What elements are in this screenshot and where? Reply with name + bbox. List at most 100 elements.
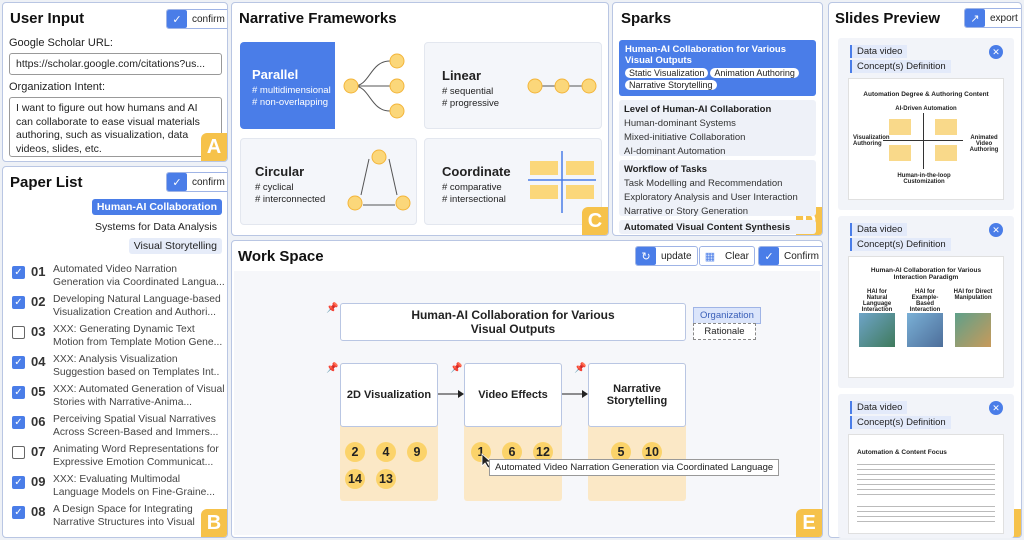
close-icon[interactable]: ✕ (989, 401, 1003, 415)
paper-number[interactable]: 5 (611, 442, 631, 462)
scholar-url-label: Google Scholar URL: (9, 37, 113, 49)
paper-title: Perceiving Spatial Visual Narratives (53, 414, 216, 425)
close-icon[interactable]: ✕ (989, 223, 1003, 237)
pin-icon[interactable]: 📌 (326, 363, 339, 374)
rationale-tag[interactable]: Rationale (693, 323, 756, 340)
user-input-panel: User Input ✓confirm Google Scholar URL: … (2, 2, 228, 162)
parallel-diagram-icon (343, 53, 405, 119)
paper-number[interactable]: 14 (345, 469, 365, 489)
parallel-highlight (240, 42, 335, 129)
paper-checkbox[interactable]: ✓ (12, 476, 25, 489)
slide-doc-image (859, 313, 895, 347)
framework-coordinate[interactable]: Coordinate # comparative # intersectiona… (424, 138, 602, 225)
paper-number[interactable]: 2 (345, 442, 365, 462)
node-2d-visualization[interactable]: 2D Visualization (340, 363, 438, 427)
framework-tag: # cyclical (255, 182, 294, 193)
frameworks-title: Narrative Frameworks (239, 10, 397, 27)
paper-number[interactable]: 4 (376, 442, 396, 462)
slide-section-label: Concept(s) Definition (850, 416, 951, 429)
paper-list-confirm-button[interactable]: ✓confirm (166, 172, 227, 192)
spark-item[interactable]: Exploratory Analysis and User Interactio… (624, 192, 798, 203)
workspace-confirm-button[interactable]: ✓Confirm (758, 246, 822, 266)
framework-parallel[interactable]: Parallel # multidimensional # non-overla… (240, 42, 417, 129)
paper-number[interactable]: 12 (533, 442, 553, 462)
slide-doc-col: HAI for Natural Language Interaction (861, 289, 893, 313)
paper-number[interactable]: 13 (376, 469, 396, 489)
close-icon[interactable]: ✕ (989, 45, 1003, 59)
spark-chip[interactable]: Narrative Storytelling (625, 80, 717, 90)
spark-item[interactable]: Mixed-initiative Collaboration (624, 132, 746, 143)
root-node[interactable]: Human-AI Collaboration for Various Visua… (340, 303, 686, 341)
intent-textarea[interactable]: I want to figure out how humans and AI c… (9, 97, 222, 157)
node-video-effects[interactable]: Video Effects (464, 363, 562, 427)
spark-group-workflow[interactable]: Workflow of Tasks Task Modelling and Rec… (619, 160, 816, 217)
slide-doc-title: Automation & Content Focus (857, 449, 947, 456)
tag-visual-storytelling[interactable]: Visual Storytelling (128, 238, 222, 254)
pin-icon[interactable]: 📌 (326, 303, 339, 314)
spark-item[interactable]: Task Modelling and Recommendation (624, 178, 783, 189)
clear-icon: ▦ (700, 247, 720, 265)
paper-title: Across Screen-Based and Immers... (53, 427, 219, 438)
linear-diagram-icon (527, 78, 597, 94)
framework-tag: # sequential (442, 86, 494, 97)
slide-card[interactable]: Data video Concept(s) Definition ✕ Autom… (838, 38, 1014, 210)
paper-checkbox[interactable] (12, 446, 25, 459)
paper-list-panel: Paper List ✓confirm Human-AI Collaborati… (2, 166, 228, 538)
tag-data-analysis[interactable]: Systems for Data Analysis (95, 221, 217, 233)
slides-title: Slides Preview (835, 10, 941, 27)
intent-label: Organization Intent: (9, 81, 106, 93)
slide-doc-bottom: Human-in-the-loop Customization (897, 173, 951, 185)
workspace-panel: Work Space ↻update ▦Clear ✓Confirm 📌 Hum… (231, 240, 823, 538)
paper-checkbox[interactable]: ✓ (12, 416, 25, 429)
paper-number: 08 (31, 504, 46, 519)
paper-title: Generation via Coordinated Langua... (53, 277, 225, 288)
paper-number[interactable]: 10 (642, 442, 662, 462)
spark-active[interactable]: Human-AI Collaboration for Various Visua… (619, 40, 816, 96)
paper-checkbox[interactable] (12, 326, 25, 339)
paper-number: 03 (31, 324, 46, 339)
paper-number[interactable]: 1 (471, 442, 491, 462)
paper-number[interactable]: 9 (407, 442, 427, 462)
pin-icon[interactable]: 📌 (574, 363, 587, 374)
paper-number[interactable]: 6 (502, 442, 522, 462)
spark-group-synthesis[interactable]: Automated Visual Content Synthesis (619, 220, 816, 234)
slide-card[interactable]: Data video Concept(s) Definition ✕ Autom… (838, 394, 1014, 538)
paper-checkbox[interactable]: ✓ (12, 296, 25, 309)
export-button[interactable]: ↗export (964, 8, 1021, 28)
paper-checkbox[interactable]: ✓ (12, 506, 25, 519)
slide-card[interactable]: Data video Concept(s) Definition ✕ Human… (838, 216, 1014, 388)
framework-circular[interactable]: Circular # cyclical # interconnected (240, 138, 417, 225)
clear-button[interactable]: ▦Clear (699, 246, 755, 266)
framework-name: Circular (255, 164, 305, 179)
user-input-confirm-button[interactable]: ✓confirm (166, 9, 227, 29)
spark-group-level[interactable]: Level of Human-AI Collaboration Human-do… (619, 100, 816, 157)
scholar-url-input[interactable]: https://scholar.google.com/citations?us.… (9, 53, 222, 75)
spark-item[interactable]: Human-dominant Systems (624, 118, 736, 129)
organization-tag[interactable]: Organization (693, 307, 761, 324)
paper-checkbox[interactable]: ✓ (12, 266, 25, 279)
tag-human-ai[interactable]: Human-AI Collaboration (91, 199, 222, 215)
framework-tag: # multidimensional (252, 85, 331, 96)
spark-chip[interactable]: Animation Authoring (710, 68, 799, 78)
update-button[interactable]: ↻update (635, 246, 698, 266)
spark-item[interactable]: Narrative or Story Generation (624, 206, 749, 217)
framework-linear[interactable]: Linear # sequential # progressive (424, 42, 602, 129)
paper-checkbox[interactable]: ✓ (12, 386, 25, 399)
spark-chip[interactable]: Static Visualization (625, 68, 709, 78)
pin-icon[interactable]: 📌 (450, 363, 463, 374)
spark-item[interactable]: AI-dominant Automation (624, 146, 726, 157)
paper-checkbox[interactable]: ✓ (12, 356, 25, 369)
paper-number: 01 (31, 264, 46, 279)
paper-number: 02 (31, 294, 46, 309)
slide-doc-col: HAI for Direct Manipulation (953, 289, 993, 301)
node-narrative-storytelling[interactable]: Narrative Storytelling (588, 363, 686, 427)
